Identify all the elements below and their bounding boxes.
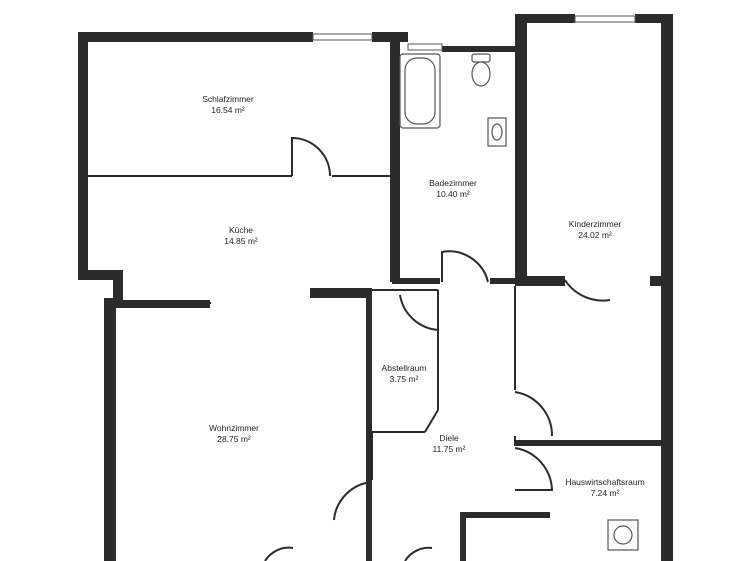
wall-top-bath [442, 46, 522, 52]
wall-bath-bottom [392, 278, 440, 284]
door-swing-icon [291, 136, 331, 177]
door-swing-icon [264, 546, 294, 561]
room-labels: Schlafzimmer 16.54 m² Küche 14.85 m² Bad… [202, 94, 644, 498]
wall-kinder-bottom [515, 276, 565, 286]
room-name: Diele [439, 433, 459, 443]
wall-top-kinder [515, 14, 575, 23]
room-area: 28.75 m² [217, 434, 251, 444]
wall-bed-bath [390, 32, 400, 282]
wall-left-step [78, 270, 123, 280]
door-swing-icon [333, 481, 373, 521]
walls [78, 14, 673, 561]
room-name: Wohnzimmer [209, 423, 259, 433]
room-area: 3.75 m² [390, 374, 419, 384]
wall-kitchen-living-left [116, 300, 210, 308]
wall-hwr-left-stub [460, 512, 550, 518]
window-icon [574, 15, 636, 23]
window-icon [407, 43, 443, 51]
room-hauswirtschaftsraum: Hauswirtschaftsraum 7.24 m² [565, 477, 644, 498]
wall-hwr-left [460, 512, 466, 561]
room-name: Badezimmer [429, 178, 477, 188]
room-badezimmer: Badezimmer 10.40 m² [429, 178, 477, 199]
wall-left-upper [78, 32, 88, 278]
room-schlafzimmer: Schlafzimmer 16.54 m² [202, 94, 254, 115]
wall-bath-bottom-right [490, 278, 527, 284]
room-area: 7.24 m² [591, 488, 620, 498]
room-area: 14.85 m² [224, 236, 258, 246]
room-name: Hauswirtschaftsraum [565, 477, 644, 487]
wall-hwr-top [515, 440, 665, 446]
wall-bath-kinder [515, 14, 527, 284]
wall-left-step-down [113, 270, 123, 300]
wall-top-left [78, 32, 313, 42]
wall-left-lower [104, 298, 116, 561]
door-swing-icon [564, 279, 611, 302]
windows [312, 15, 636, 51]
door-swing-icon [404, 546, 433, 561]
washing-machine-icon [607, 519, 639, 551]
room-name: Schlafzimmer [202, 94, 254, 104]
room-kueche: Küche 14.85 m² [224, 225, 258, 246]
partitions [88, 175, 516, 480]
room-kinderzimmer: Kinderzimmer 24.02 m² [569, 219, 622, 240]
room-name: Küche [229, 225, 253, 235]
door-swing-icon [441, 250, 489, 283]
wall-top-kinder-right [635, 14, 673, 23]
doors [209, 136, 611, 561]
toilet-icon [471, 53, 491, 87]
room-area: 24.02 m² [578, 230, 612, 240]
room-abstellraum: Abstellraum 3.75 m² [382, 363, 427, 384]
sink-icon [487, 117, 507, 147]
wall-kitchen-living-right [310, 288, 368, 298]
room-wohnzimmer: Wohnzimmer 28.75 m² [209, 423, 259, 444]
room-diele: Diele 11.75 m² [433, 433, 466, 454]
door-swing-icon [514, 391, 554, 437]
window-icon [312, 33, 373, 41]
room-area: 16.54 m² [211, 105, 245, 115]
wall-kinder-bottom-right [650, 276, 672, 286]
room-name: Abstellraum [382, 363, 427, 373]
room-area: 10.40 m² [436, 189, 470, 199]
bathtub-icon [399, 53, 441, 129]
wall-right [661, 14, 673, 561]
room-name: Kinderzimmer [569, 219, 622, 229]
door-swing-icon [514, 447, 554, 491]
door-swing-icon [399, 294, 439, 331]
partition-abstell-diag [424, 409, 439, 433]
room-area: 11.75 m² [433, 444, 466, 454]
wall-abstell-left [366, 288, 372, 561]
